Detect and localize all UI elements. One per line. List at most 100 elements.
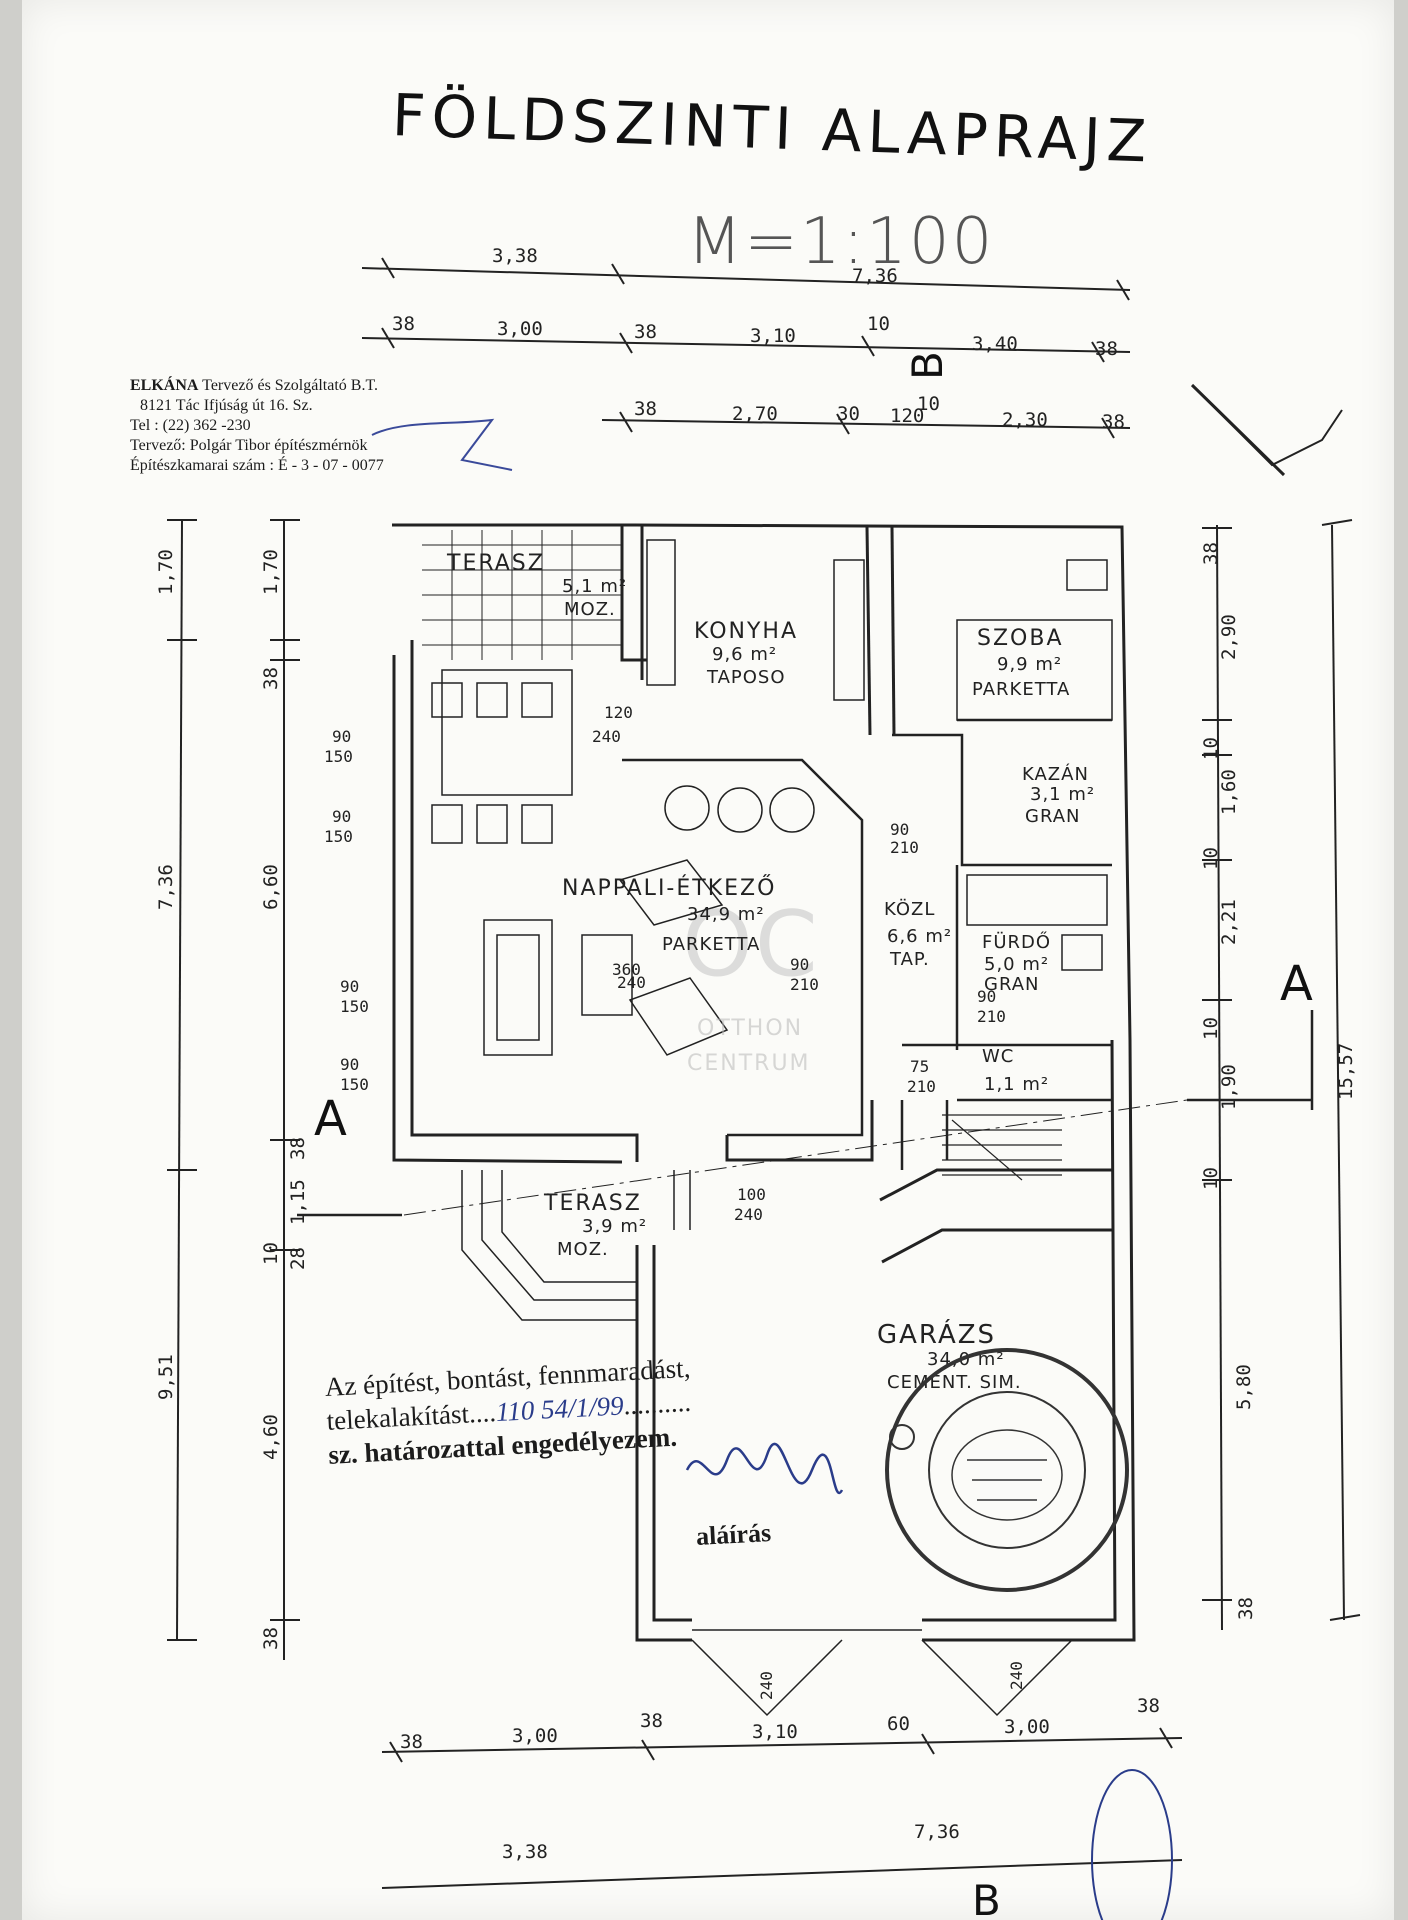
dim-left-a: 1,70 [155,549,177,595]
wall-terrace-top [392,523,647,662]
opening-w4: 90 [340,1055,359,1074]
dim-right-h: 1,90 [1218,1064,1240,1110]
room-kazan-name: KAZÁN [1022,763,1089,785]
room-wc-name: WC [982,1046,1014,1067]
room-garazs-name: GARÁZS [877,1318,996,1350]
dim-left-d: 7,36 [155,864,177,910]
opening-d1: 360 [612,960,641,979]
decision-number: 110 54/1/99 [495,1390,625,1428]
dim-bottom-1-g: 38 [1137,1695,1160,1717]
opening-d2b: 210 [790,975,819,994]
dim-line-top-2 [361,337,1131,353]
dim-bottom-2-b: 7,36 [914,1821,960,1843]
dim-bottom-2-a: 3,38 [502,1841,548,1863]
dim-left-h: 10 [260,1242,282,1265]
dim-right-g: 10 [1200,1017,1222,1040]
section-a-left: A [314,1091,347,1147]
watermark-line2: CENTRUM [687,1051,811,1076]
dim-line-bottom-1 [381,1737,1183,1753]
dim-bottom-1-b: 3,00 [512,1725,558,1747]
dim-top-1-a: 3,38 [492,245,538,267]
dim-line-bottom-2 [381,1859,1183,1889]
opening-d4: 90 [977,987,996,1006]
opening-w2b: 150 [324,827,353,846]
room-terasz-bottom-area: 3,9 m² [582,1216,647,1237]
dim-right-f: 2,21 [1218,899,1240,945]
room-szoba-floor: PARKETTA [972,679,1070,700]
official-stamp [885,1348,1129,1592]
room-konyha-name: KONYHA [694,619,798,644]
designer-block: ELKÁNA Tervező és Szolgáltató B.T. 8121 … [130,376,550,476]
signature-scribble [685,1442,844,1495]
company-line: ELKÁNA Tervező és Szolgáltató B.T. [130,376,550,396]
room-nappali-floor: PARKETTA [662,934,760,955]
dim-top-3-a: 38 [634,398,657,420]
opening-w3b: 150 [340,997,369,1016]
dim-left-b: 1,70 [260,549,282,595]
company-address: 8121 Tác Ifjúság út 16. Sz. [140,397,313,414]
opening-k1: 120 [604,703,633,722]
designer-signature [371,418,513,471]
room-kazan-area: 3,1 m² [1030,784,1095,805]
room-szoba-area: 9,9 m² [997,654,1062,675]
room-szoba-name: SZOBA [977,626,1064,651]
scale-label: M=1:100 [687,205,995,279]
opening-d1b: 240 [617,973,646,992]
dim-bottom-1-c: 38 [640,1710,663,1732]
dim-top-2-g: 38 [1095,338,1118,360]
dim-left-k: 4,60 [260,1414,282,1460]
approval-line2-prefix: telekalakítást [325,1398,470,1436]
watermark-line1: OTTHON [697,1016,803,1041]
room-furdo-floor: GRAN [984,974,1040,995]
dim-right-b: 2,90 [1218,614,1240,660]
room-wc-area: 1,1 m² [984,1074,1049,1095]
section-b-top: B [903,351,952,380]
opening-d5b: 210 [907,1077,936,1096]
dim-bottom-1-d: 3,10 [752,1721,798,1743]
wall-garage-right [922,1039,1136,1642]
dim-top-2-d: 3,10 [750,325,796,347]
chamber-number: Építészkamarai szám : É - 3 - 07 - 0077 [130,457,384,474]
dim-top-3-d: 120 [890,405,924,427]
dim-top-3-f: 2,30 [1002,409,1048,431]
room-terasz-top-name: TERASZ [446,551,545,576]
dim-top-1-b: 7,36 [852,265,898,287]
dim-left-j: 9,51 [155,1354,177,1400]
dim-top-3-g: 38 [1102,411,1125,433]
room-furdo-area: 5,0 m² [984,954,1049,975]
opening-d4b: 210 [977,1007,1006,1026]
dim-right-d: 1,60 [1218,769,1240,815]
dim-top-2-b: 3,00 [497,318,543,340]
designer-name: Tervező: Polgár Tibor építészmérnök [130,437,368,454]
room-furdo-name: FÜRDŐ [982,931,1051,953]
dim-right-a: 38 [1200,542,1222,565]
room-konyha-area: 9,6 m² [712,644,777,665]
opening-w2: 90 [332,807,351,826]
dim-left-g: 1,15 [287,1179,309,1225]
room-kozl-floor: TAP. [889,949,930,970]
dim-top-3-b: 2,70 [732,403,778,425]
dim-top-2-c: 38 [634,321,657,343]
opening-g1: 240 [757,1671,776,1700]
floor-plan: OC OTTHON CENTRUM TERASZ 5,1 m² MOZ. KON… [155,245,1361,1920]
opening-d2: 90 [790,955,809,974]
watermark-logo: OC [682,892,820,997]
room-kozl-area: 6,6 m² [887,926,952,947]
dim-right-l: 15,57 [1335,1043,1357,1100]
opening-d3b: 210 [890,838,919,857]
company-name: ELKÁNA [130,377,199,394]
wall-garage-left [635,1245,692,1642]
opening-k1b: 240 [592,727,621,746]
wall-left [410,640,622,1137]
opening-g2: 240 [1007,1661,1026,1690]
wall-top-right [621,523,1132,1041]
dim-left-i: 28 [287,1247,309,1270]
dim-line-right-1 [1216,524,1223,1631]
dim-line-right-2 [1331,524,1345,1621]
wall-living-kitchen [622,758,864,1137]
dim-bottom-1-f: 3,00 [1004,1716,1050,1738]
dim-right-i: 10 [1200,1167,1222,1190]
room-terasz-top-area: 5,1 m² [562,576,627,597]
dim-bottom-1-a: 38 [400,1731,423,1753]
signature-label: aláírás [695,1518,772,1551]
